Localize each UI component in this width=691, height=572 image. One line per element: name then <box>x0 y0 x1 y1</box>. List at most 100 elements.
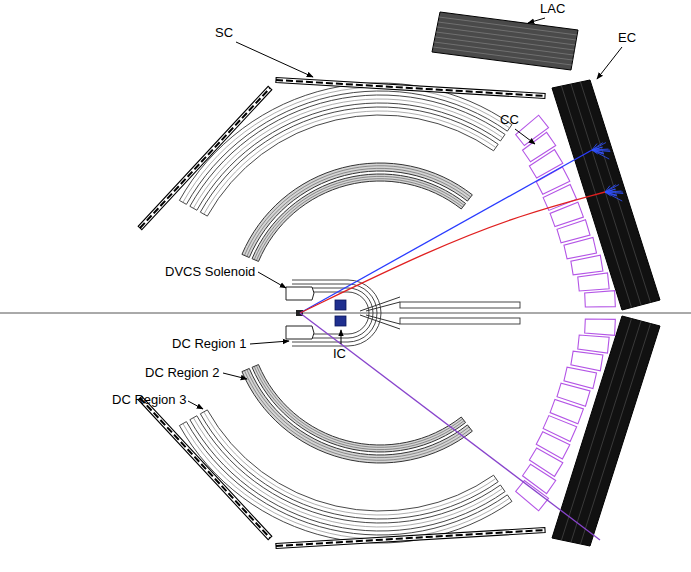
cerenkov-cell <box>516 115 549 145</box>
ec-calorimeter <box>552 316 660 546</box>
shower-hit <box>592 150 603 154</box>
beam-axis <box>0 313 691 314</box>
particle-tracks <box>300 143 623 540</box>
part-label: LAC <box>540 1 565 17</box>
proton-track <box>300 192 605 313</box>
target-area <box>296 300 346 326</box>
cc-mirrors <box>516 319 616 511</box>
wire-layer <box>244 371 470 461</box>
lower-sector <box>138 313 660 548</box>
drift-chamber-layer <box>252 174 466 261</box>
upper-sector <box>138 78 660 313</box>
calorimeter-layer <box>434 42 573 60</box>
cerenkov-cell <box>578 273 609 291</box>
shower-hit <box>592 147 603 150</box>
pipe-wall <box>400 318 520 324</box>
wire-layer <box>254 366 464 449</box>
drift-chamber-layer <box>252 365 466 452</box>
lac-calorimeter <box>432 12 578 70</box>
leader-line <box>258 272 286 288</box>
shield-cone <box>360 297 400 311</box>
scintillator-panel <box>138 86 272 229</box>
shower-hit <box>605 192 616 196</box>
cerenkov-cell <box>585 291 616 307</box>
wire-layer <box>247 168 469 256</box>
beam-pipe <box>360 297 520 311</box>
scintillator-panel <box>138 396 272 539</box>
cerenkov-cell <box>543 416 577 442</box>
cerenkov-cell <box>571 351 603 371</box>
part-label: DVCS Solenoid <box>165 264 255 280</box>
cerenkov-cell <box>536 432 570 459</box>
shield-cone <box>366 315 400 324</box>
scintillator-strips <box>140 398 270 538</box>
sc-panels <box>138 78 545 230</box>
ic-crystals <box>335 300 346 310</box>
calorimeter-body <box>552 316 660 546</box>
drift-chamber-layer <box>242 368 472 463</box>
cerenkov-cell <box>578 335 609 353</box>
calorimeter-layer <box>571 321 641 542</box>
photon-track <box>300 313 600 540</box>
calorimeter-layer <box>436 32 575 50</box>
cerenkov-cell <box>523 464 556 493</box>
leader-line <box>188 401 203 409</box>
scintillator-strips <box>276 80 545 96</box>
part-label: DC Region 1 <box>172 336 246 352</box>
cerenkov-cell <box>585 319 616 335</box>
leader-line <box>341 330 342 344</box>
shower-hit <box>605 189 616 192</box>
drift-chamber-layer <box>179 83 511 204</box>
cerenkov-cell <box>550 399 583 423</box>
solenoid <box>286 326 314 339</box>
cerenkov-cell <box>529 448 562 476</box>
solenoid-coil <box>286 287 314 300</box>
wire-layer <box>256 179 462 261</box>
dc-region-2 <box>242 365 472 463</box>
leader-line <box>528 18 545 23</box>
leader-line <box>597 47 622 79</box>
wire-layer <box>247 370 469 458</box>
calorimeter-layer <box>435 37 574 55</box>
wire-layer <box>254 176 464 259</box>
calorimeter-layer <box>581 82 651 303</box>
scintillator-strips <box>140 88 270 228</box>
shower-hit <box>592 150 598 154</box>
leader-lines <box>188 18 622 409</box>
calorimeter-body <box>432 12 578 70</box>
scintillator-panel <box>276 528 545 549</box>
cerenkov-cell <box>571 255 603 275</box>
scintillator-panel <box>276 78 545 99</box>
leader-line <box>236 42 313 77</box>
shower-hit <box>592 150 609 159</box>
part-label: DC Region 2 <box>145 365 219 381</box>
scintillator-strips <box>276 530 545 546</box>
solenoid <box>286 287 314 300</box>
wire-layer <box>244 166 470 256</box>
shower-hit <box>605 192 611 196</box>
part-label: CC <box>500 112 519 128</box>
wire-layer <box>256 365 462 447</box>
cerenkov-cell <box>529 150 562 178</box>
shield-cone <box>366 302 400 311</box>
calorimeter-layer <box>437 27 575 45</box>
calorimeter-layer <box>562 86 632 308</box>
solenoid-coil <box>286 326 314 339</box>
drift-chamber-layer <box>242 163 472 258</box>
shield-cone <box>360 315 400 329</box>
cerenkov-cell <box>523 132 556 161</box>
calorimeter-body <box>552 80 660 310</box>
part-label: DC Region 3 <box>112 392 186 408</box>
cerenkov-cell <box>564 237 597 258</box>
drift-chamber-layer <box>179 422 511 543</box>
ec-calorimeter <box>552 80 660 310</box>
leader-line <box>250 341 289 344</box>
shower-hit <box>605 192 622 201</box>
part-label: SC <box>215 25 233 41</box>
calorimeter-layer <box>438 22 576 40</box>
dc-region-2 <box>242 163 472 261</box>
beam-line <box>0 313 691 314</box>
electron-track <box>300 150 592 313</box>
